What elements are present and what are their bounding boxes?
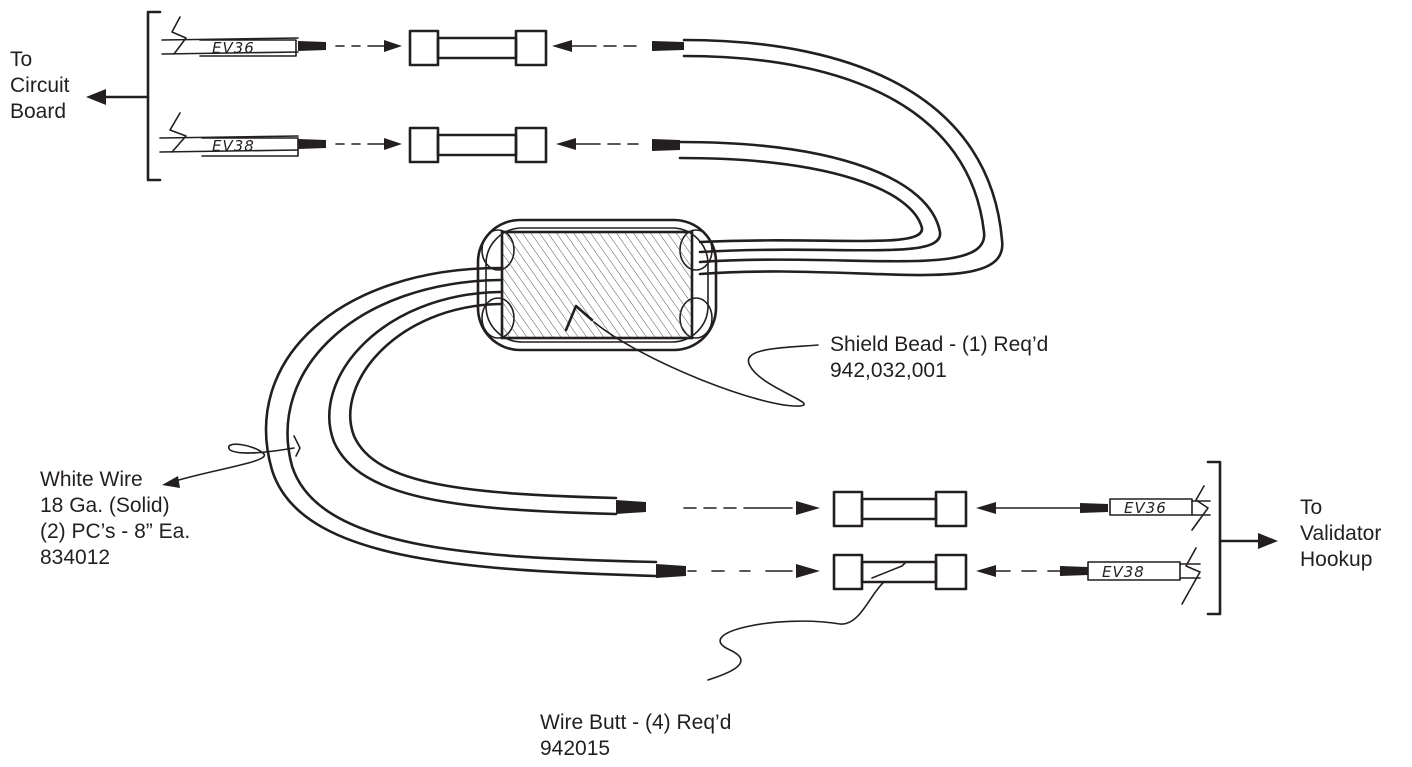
top-wire-ev38	[159, 112, 326, 157]
tag-bottom-ev38: EV38	[1102, 563, 1145, 581]
label-line: 18 Ga. (Solid)	[40, 494, 170, 517]
to-validator-hookup-label: To Validator Hookup	[1300, 495, 1381, 573]
bottom-wire-ev38-end	[656, 564, 820, 578]
right-bracket	[1206, 460, 1222, 616]
to-circuit-board-label: To Circuit Board	[10, 47, 70, 125]
top-wire-ev36-arrow	[335, 40, 402, 52]
label-line: 942015	[540, 737, 611, 760]
lower-cable-outer	[264, 266, 658, 578]
label-line: Validator	[1300, 522, 1382, 545]
upper-cable-inner	[678, 140, 942, 254]
bottom-wire-butt-2	[832, 553, 968, 591]
label-line: Board	[10, 100, 67, 123]
top-wire-butt-2-left-arrow	[556, 138, 680, 151]
top-wire-ev36	[161, 16, 326, 57]
label-line: Circuit	[10, 74, 70, 97]
wire-butt-leader	[707, 581, 885, 681]
label-line: To	[1300, 496, 1323, 519]
label-line: Hookup	[1300, 548, 1373, 571]
label-line: White Wire	[40, 468, 143, 491]
top-wire-ev38-arrow	[335, 138, 402, 150]
left-bracket	[146, 10, 162, 182]
tag-top-ev38: EV38	[212, 137, 255, 155]
label-line: To	[10, 48, 33, 71]
top-wire-butt-2	[408, 126, 548, 164]
shield-bead-leader	[564, 304, 819, 407]
white-wire-leader	[162, 443, 295, 488]
shield-bead	[476, 218, 718, 352]
bottom-tag-ev36	[1109, 485, 1211, 531]
to-circuit-board-arrow	[86, 89, 150, 105]
bottom-wire-ev36-end	[616, 500, 820, 515]
bottom-wire-butt-2-left-arrow	[976, 565, 1088, 577]
white-wire-mark	[293, 435, 301, 457]
label-line: (2) PC’s - 8” Ea.	[40, 520, 191, 543]
tag-top-ev36: EV36	[212, 39, 255, 57]
white-wire-label: White Wire 18 Ga. (Solid) (2) PC’s - 8” …	[40, 467, 190, 571]
upper-cable-outer	[682, 38, 1004, 277]
top-wire-butt-1	[408, 29, 548, 67]
lower-cable-inner	[328, 290, 618, 516]
label-line: Shield Bead - (1) Req’d	[830, 333, 1049, 356]
shield-bead-label: Shield Bead - (1) Req’d 942,032,001	[830, 332, 1048, 384]
top-wire-butt-1-left-arrow	[552, 40, 684, 52]
tag-bottom-ev36: EV36	[1124, 499, 1167, 517]
label-line: Wire Butt - (4) Req’d	[540, 711, 732, 734]
label-line: 942,032,001	[830, 359, 947, 382]
wire-butt-label: Wire Butt - (4) Req’d 942015	[540, 710, 731, 762]
to-validator-arrow	[1218, 533, 1278, 549]
label-line: 834012	[40, 546, 111, 569]
bottom-tag-ev38	[1087, 547, 1201, 605]
bottom-wire-butt-1	[832, 490, 968, 528]
bottom-wire-butt-1-left-arrow	[976, 502, 1108, 514]
